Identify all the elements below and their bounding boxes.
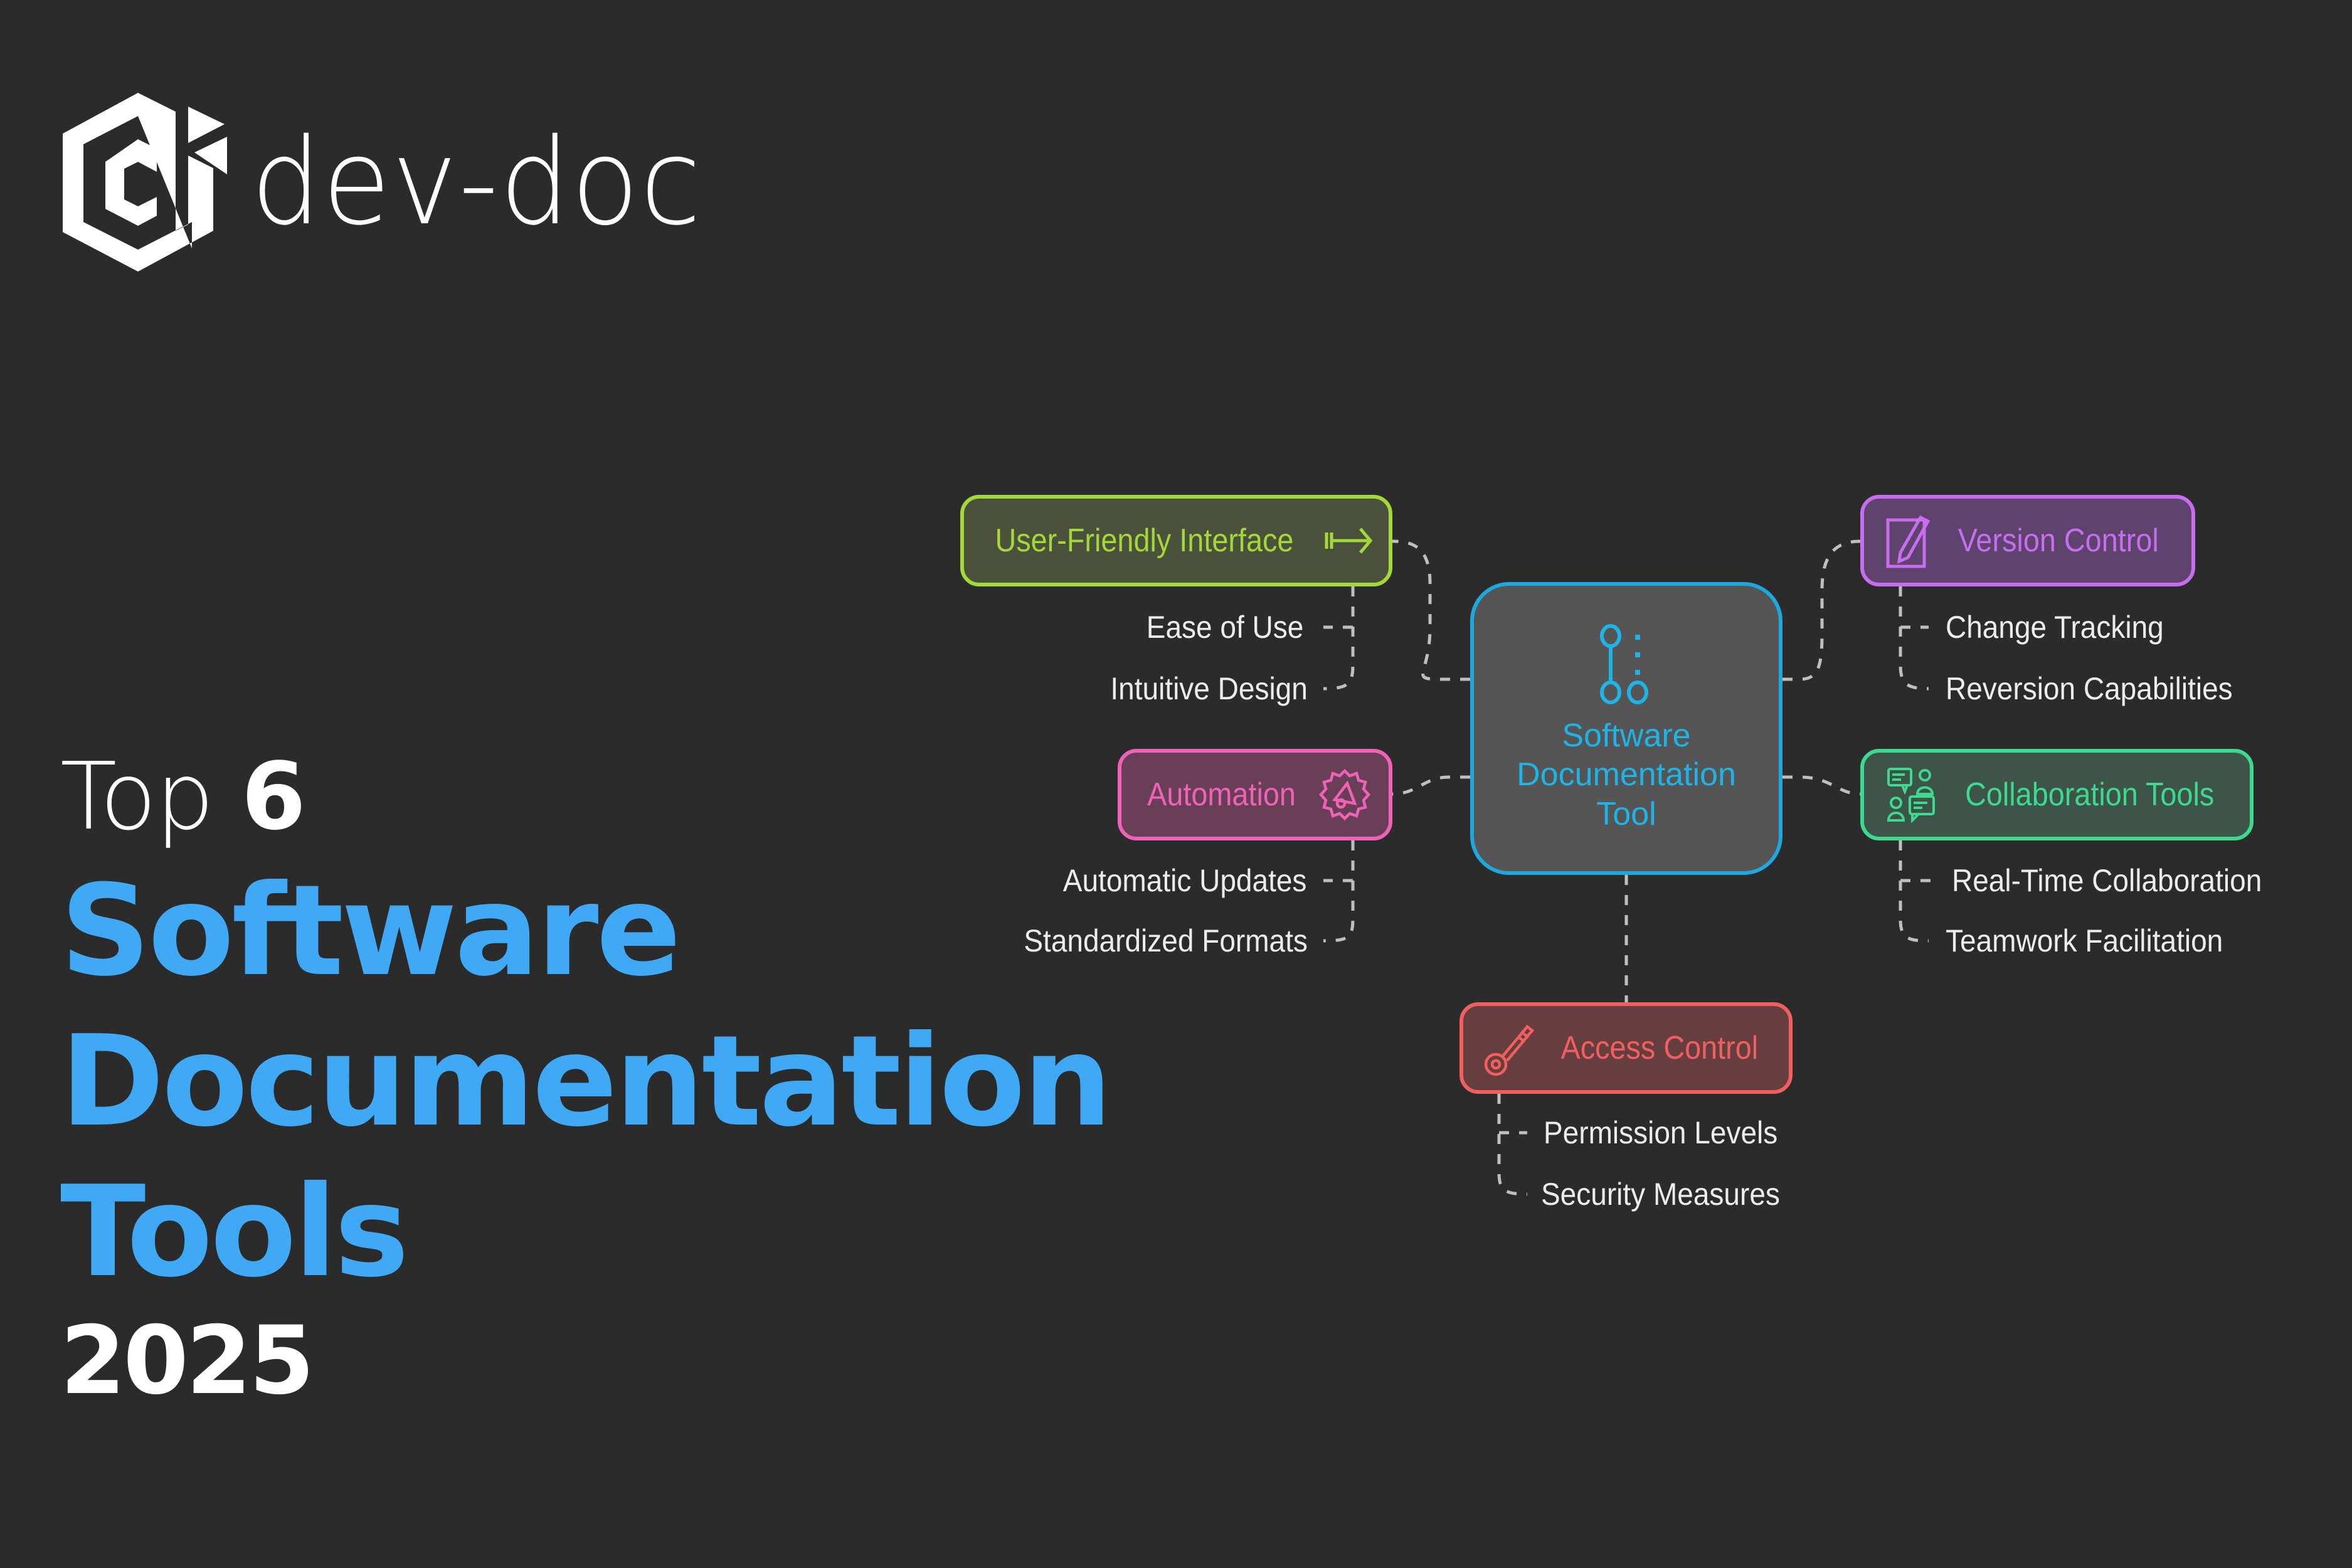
headline-count: 6 [241, 743, 306, 850]
child-permission-levels: Permission Levels [1544, 1115, 1778, 1150]
child-ease-of-use: Ease of Use [1146, 610, 1303, 645]
node-label: Automation [1147, 776, 1296, 813]
node-collaboration-tools[interactable]: Collaboration Tools [1860, 749, 2254, 840]
node-version-control[interactable]: Version Control [1860, 495, 2195, 586]
child-intuitive-design: Intuitive Design [1110, 671, 1308, 706]
connector-center-collaboration [1783, 775, 1861, 796]
node-label: Version Control [1958, 522, 2159, 559]
child-automatic-updates: Automatic Updates [1062, 863, 1306, 898]
headline-year: 2025 [60, 1306, 314, 1416]
connector-center-version-control [1783, 539, 1861, 681]
connector-center-user-friendly [1392, 539, 1470, 681]
center-node-label: Software Documentation Tool [1517, 717, 1736, 832]
connector-center-automation [1392, 775, 1470, 796]
headline-line-documentation: Documentation [60, 1009, 1112, 1155]
child-change-tracking: Change Tracking [1946, 610, 2164, 645]
child-reversion-capabilities: Reversion Capabilities [1946, 671, 2233, 706]
child-security-measures: Security Measures [1541, 1177, 1780, 1212]
key-icon [1484, 1024, 1534, 1076]
headline-line-tools: Tools [60, 1159, 409, 1305]
node-label: User-Friendly Interface [995, 522, 1294, 559]
node-automation[interactable]: Automation [1118, 749, 1392, 840]
arrow-right-to-line-icon [1325, 527, 1373, 554]
git-branch-icon [1600, 623, 1648, 704]
pencil-square-icon [1886, 515, 1931, 568]
headline-line-software: Software [60, 858, 681, 1004]
people-chat-icon [1887, 768, 1935, 823]
node-label: Collaboration Tools [1964, 776, 2215, 813]
child-standardized-formats: Standardized Formats [1024, 923, 1308, 958]
child-teamwork-facilitation: Teamwork Facilitation [1946, 923, 2223, 958]
node-user-friendly-interface[interactable]: User-Friendly Interface [960, 495, 1392, 586]
gear-megaphone-icon [1318, 768, 1370, 821]
headline-top: Top 6 [60, 750, 306, 843]
node-access-control[interactable]: Access Control [1459, 1002, 1793, 1094]
hexagon-d-logo-icon [63, 93, 227, 272]
node-label: Access Control [1560, 1030, 1758, 1066]
child-real-time-collaboration: Real-Time Collaboration [1952, 863, 2262, 898]
center-node[interactable]: Software Documentation Tool [1470, 582, 1783, 875]
brand-name: dev-doc [251, 113, 702, 252]
headline-prefix: Top [60, 743, 215, 850]
